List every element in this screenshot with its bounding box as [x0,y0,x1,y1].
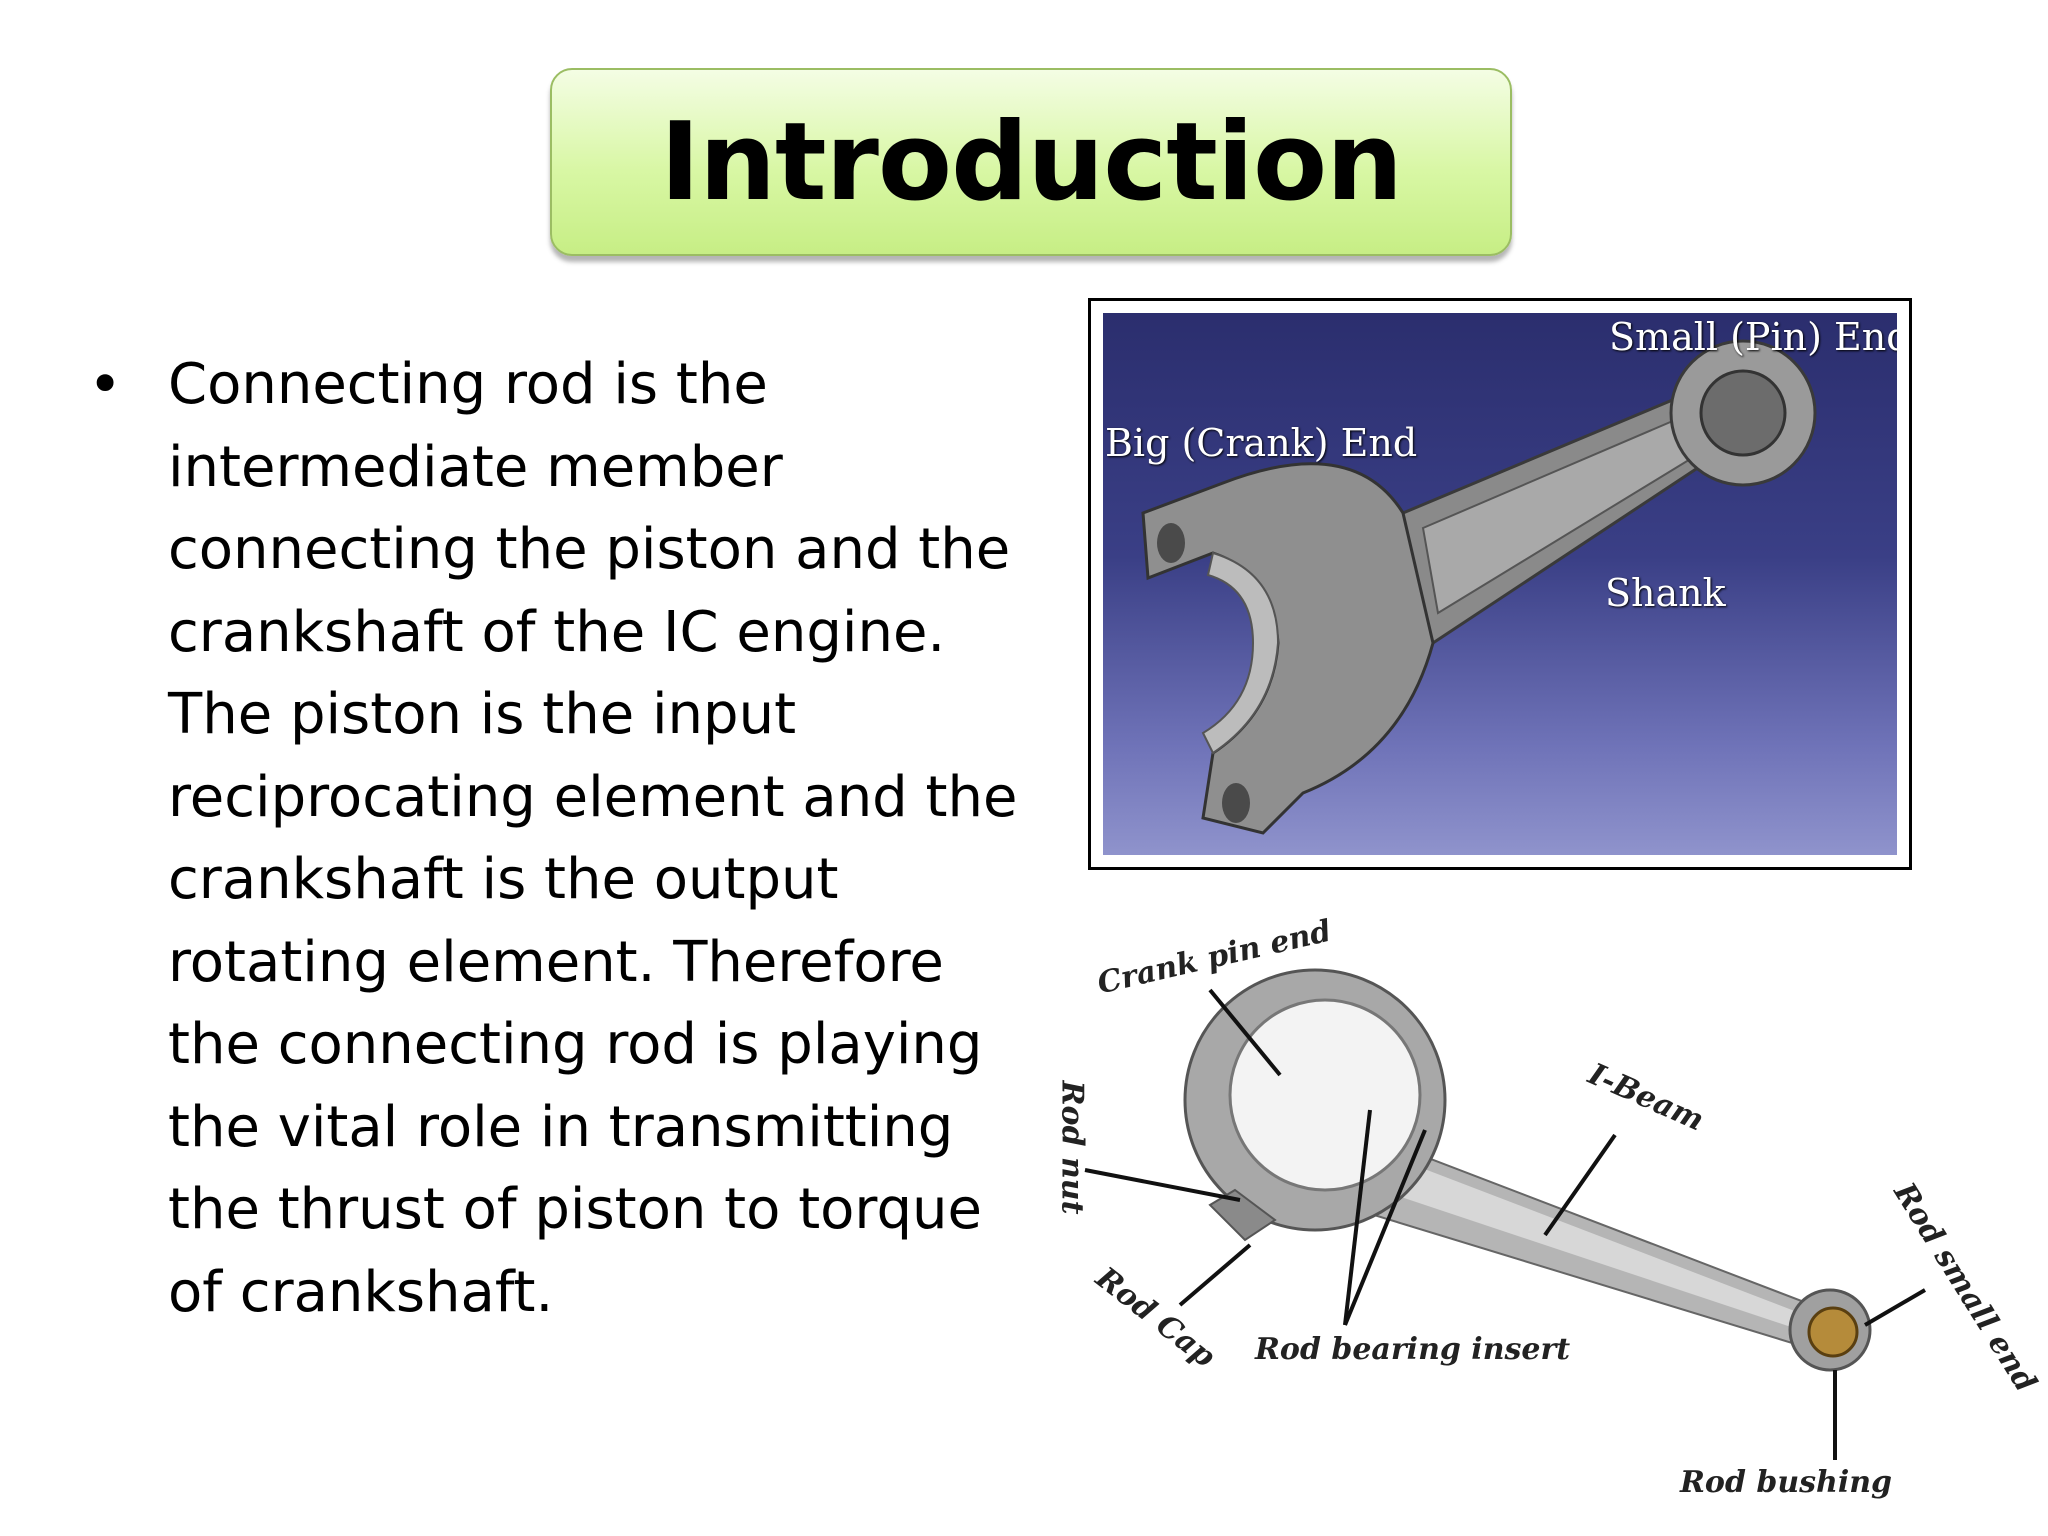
label-small-end: Small (Pin) End [1609,315,1897,359]
cad-connecting-rod-image: Small (Pin) End Big (Crank) End Shank [1088,298,1912,870]
label-rod-nut: Rod nut [1054,1080,1090,1215]
bullet-marker: • [88,350,123,418]
label-rod-bearing-insert: Rod bearing insert [1255,1332,1571,1367]
title-banner: Introduction [550,68,1512,256]
label-big-end: Big (Crank) End [1105,421,1418,465]
labeled-connecting-rod-photo: Crank pin end I-Beam Rod nut Rod small e… [1025,900,2043,1520]
slide-title: Introduction [659,99,1403,225]
rod-photo-drawing [1084,968,1927,1460]
cad-rod-drawing [1141,339,1817,835]
label-rod-bushing: Rod bushing [1680,1465,1893,1500]
body-paragraph: Connecting rod is the intermediate membe… [168,352,1018,1325]
cad-image-background: Small (Pin) End Big (Crank) End Shank [1103,313,1897,855]
label-shank: Shank [1605,571,1726,615]
